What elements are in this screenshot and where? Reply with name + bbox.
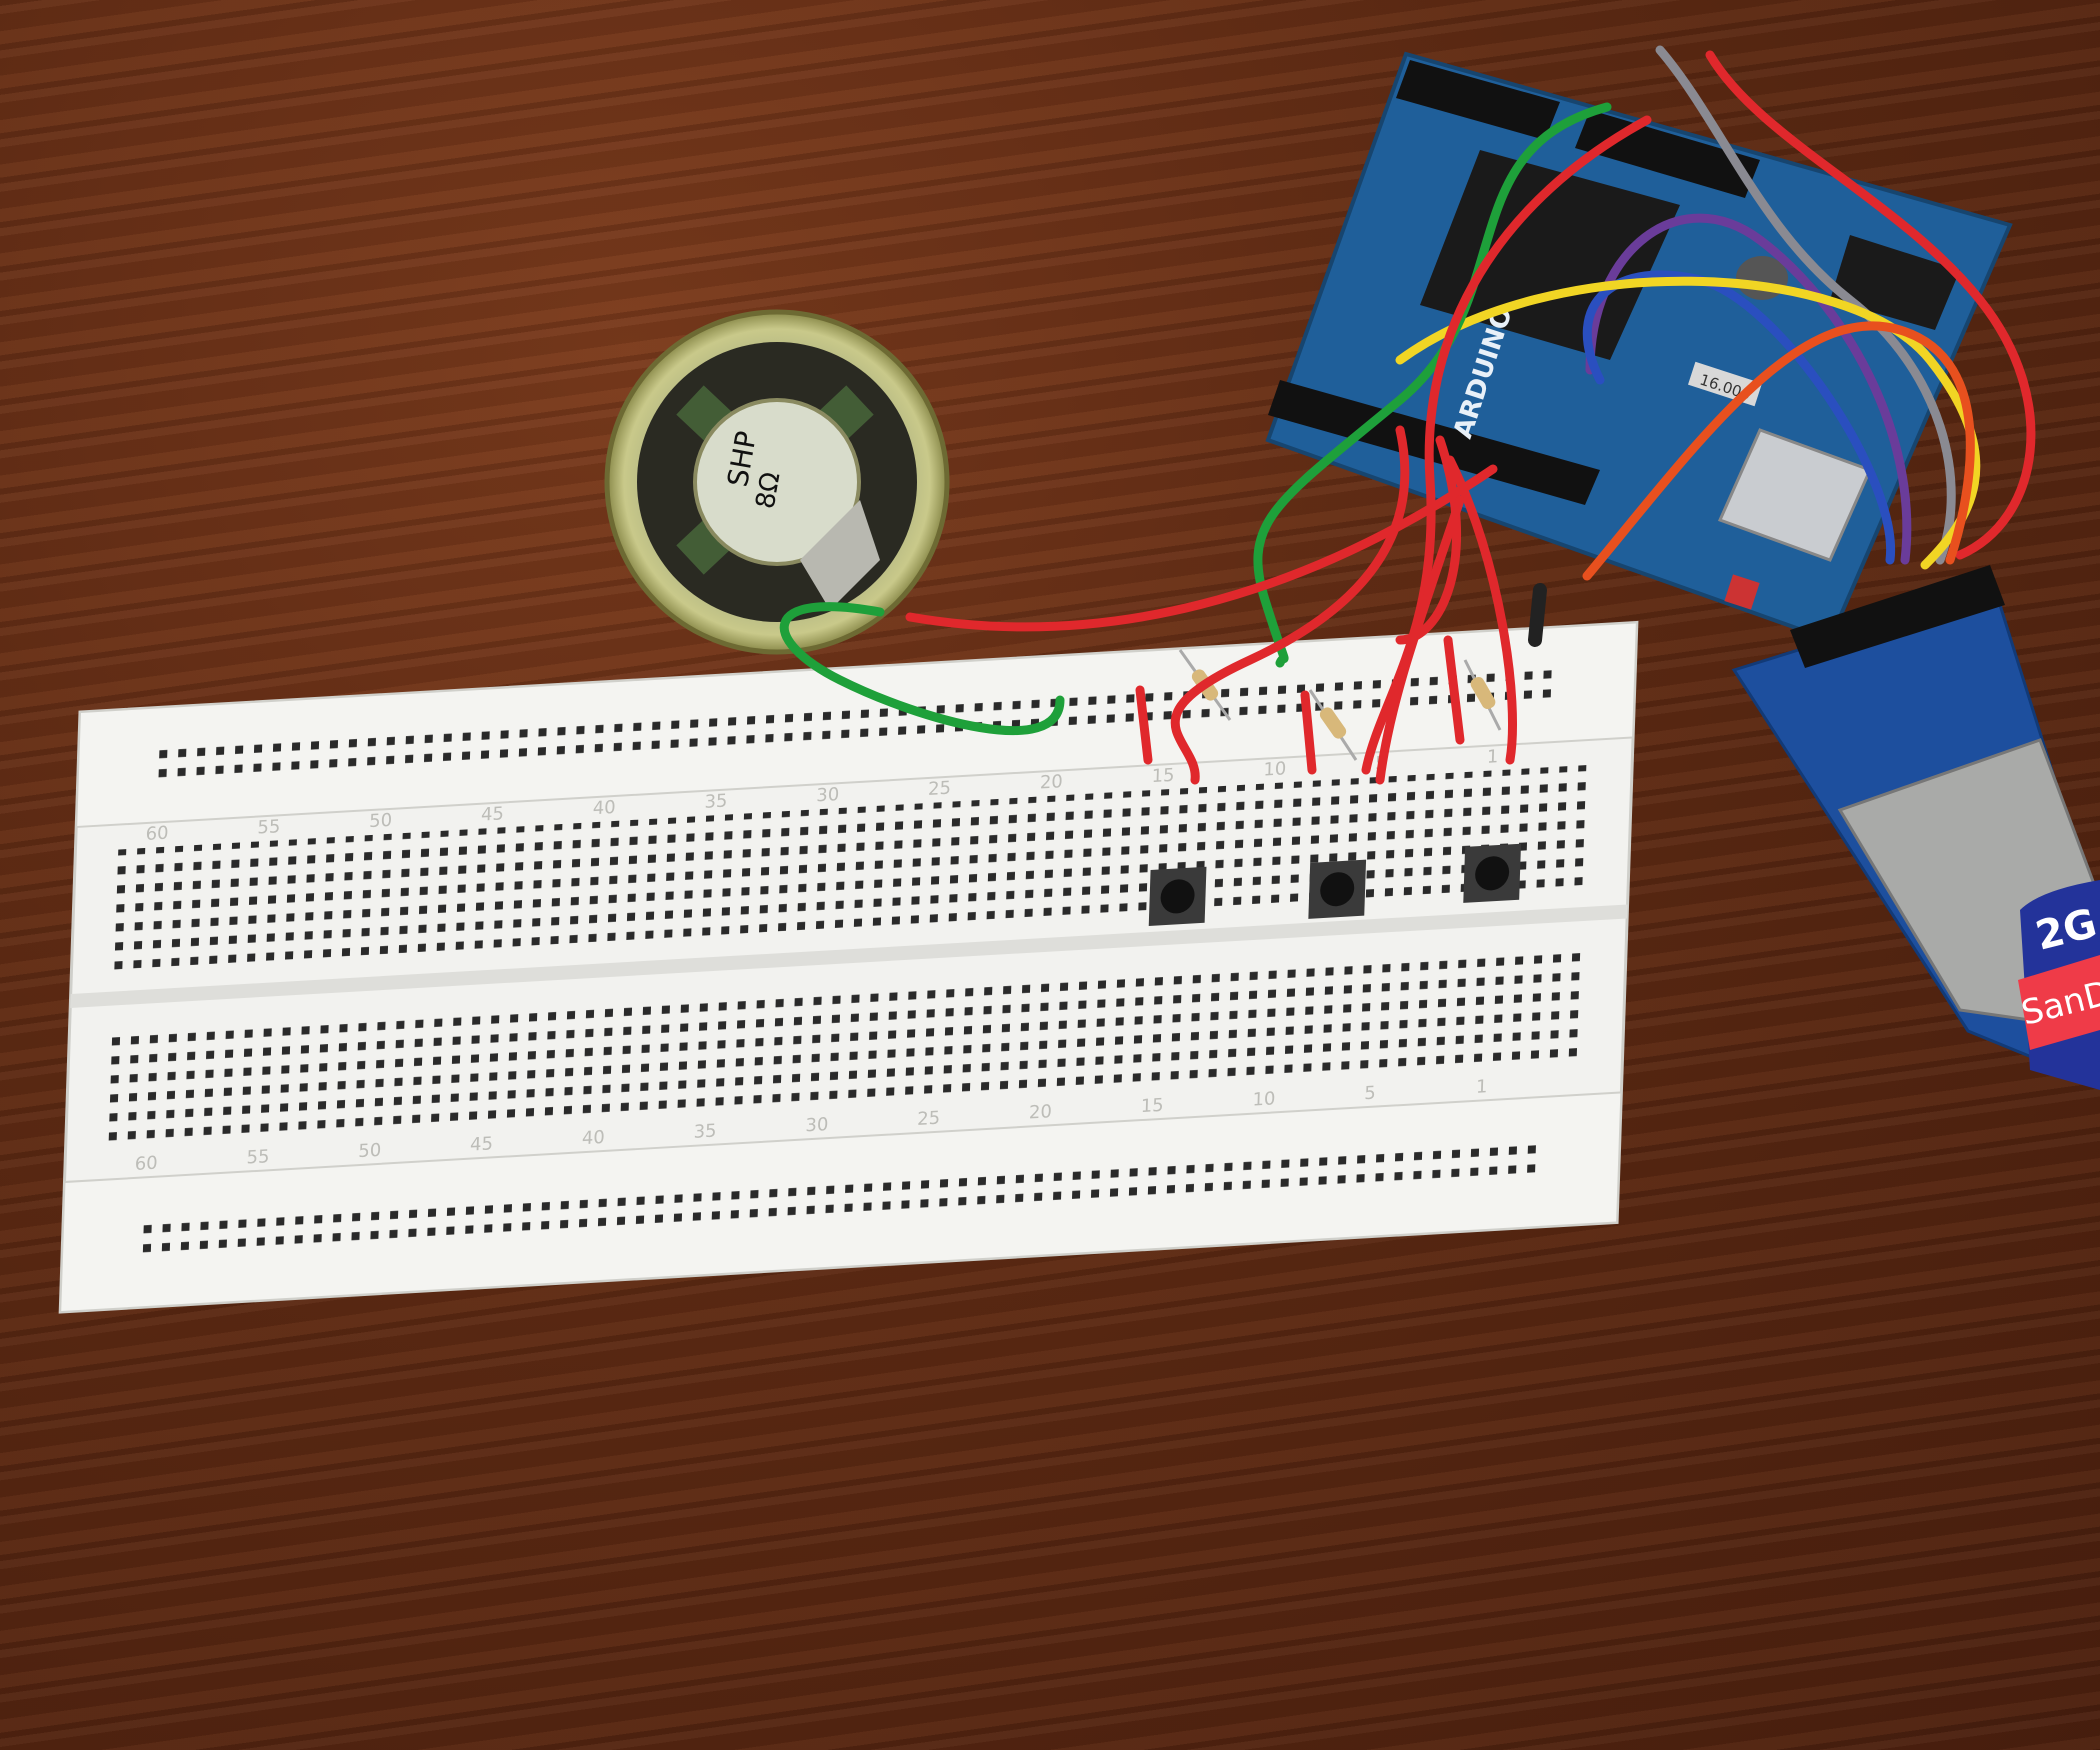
column-number: 45 <box>481 803 505 825</box>
push-button-1[interactable] <box>1148 866 1207 927</box>
resistor-3 <box>1463 659 1502 731</box>
terminal-strip-bottom[interactable] <box>105 944 1587 1150</box>
wire-purple <box>1585 213 1912 565</box>
column-number: 30 <box>816 784 840 806</box>
usb-port <box>1717 428 1873 562</box>
dupont-connector <box>1528 583 1547 647</box>
header-analog <box>1396 60 1560 140</box>
column-number: 60 <box>134 1153 158 1175</box>
terminal-strip-top[interactable] <box>111 764 1593 970</box>
wire-red-1 <box>1361 115 1652 775</box>
column-number: 55 <box>246 1146 270 1168</box>
column-number: 20 <box>1040 771 1064 793</box>
jumper-short-2 <box>1300 690 1317 775</box>
column-number: 10 <box>1263 758 1287 780</box>
atmega-chip <box>1420 150 1680 360</box>
center-channel <box>70 904 1628 1008</box>
sd-card: 2G SanD <box>2018 880 2100 1090</box>
wire-red-speaker <box>905 464 1498 632</box>
wire-red-4 <box>1445 455 1517 765</box>
column-number: 60 <box>145 823 169 845</box>
jumper-short-3 <box>1443 635 1465 745</box>
column-number: 50 <box>369 810 393 832</box>
column-number: 50 <box>358 1140 382 1162</box>
column-number: 45 <box>470 1133 494 1155</box>
column-number: 30 <box>805 1114 829 1136</box>
sd-card-module: 2G SanD <box>1731 565 2100 1090</box>
resistor-2 <box>1308 689 1358 761</box>
wire-red-5 <box>1375 495 1465 785</box>
speaker-impedance: 8Ω <box>751 470 787 511</box>
column-number: 40 <box>592 797 616 819</box>
wire-gray <box>1655 45 1956 565</box>
column-number: 20 <box>1029 1101 1053 1123</box>
column-number: 1 <box>1476 1076 1488 1098</box>
speaker: SHP 8Ω <box>604 309 950 655</box>
column-number: 40 <box>582 1127 606 1149</box>
breadboard: 60 55 50 45 40 35 30 25 20 15 10 5 1 60 55 50 45 40 35 30 2… <box>58 620 1639 1314</box>
solder-terminals <box>800 500 880 610</box>
wire-orange <box>1582 321 1975 581</box>
column-number: 15 <box>1140 1095 1164 1117</box>
wire-green-speaker <box>779 602 1065 736</box>
column-number: 35 <box>704 791 728 813</box>
module-header <box>1790 565 2005 668</box>
column-number: 25 <box>928 778 952 800</box>
column-number: 15 <box>1151 765 1175 787</box>
push-button-3[interactable] <box>1463 843 1522 903</box>
header-power <box>1268 380 1600 505</box>
column-number: 25 <box>917 1108 941 1130</box>
push-button-2[interactable] <box>1308 859 1367 919</box>
wire-red-sd <box>1705 50 2036 560</box>
column-number: 10 <box>1252 1088 1276 1110</box>
column-number: 1 <box>1487 746 1499 768</box>
jumper-short-1 <box>1135 685 1153 765</box>
wire-red-2 <box>1170 425 1410 785</box>
column-number: 5 <box>1364 1083 1376 1105</box>
reset-button[interactable] <box>1724 574 1760 610</box>
column-number: 55 <box>257 816 281 838</box>
column-number: 35 <box>693 1121 717 1143</box>
